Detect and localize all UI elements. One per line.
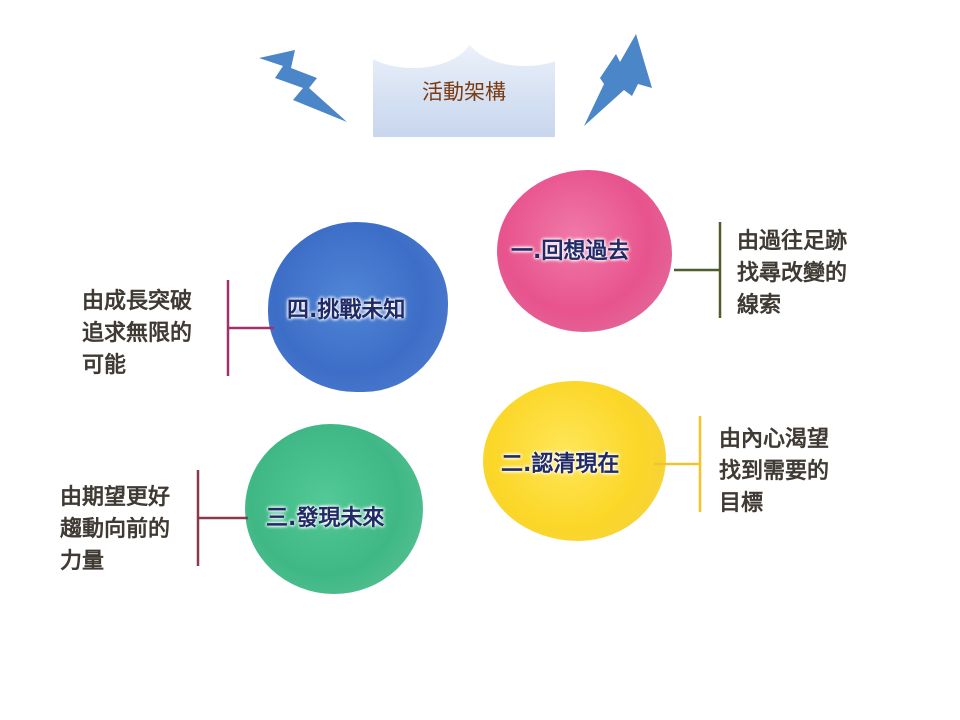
node-description-future: 由期望更好 趨動向前的 力量 <box>60 485 171 574</box>
node-label-unknown: 四.挑戰未知 <box>287 298 406 323</box>
node-circle-unknown <box>268 222 448 392</box>
node-label-present: 二.認清現在 <box>501 452 620 477</box>
lightning-bolt-right-icon <box>584 34 652 126</box>
node-description-unknown: 由成長突破 追求無限的 可能 <box>82 289 193 378</box>
node-circle-future <box>245 424 423 594</box>
connector-past <box>674 222 722 318</box>
diagram-title: 活動架構 <box>422 80 506 104</box>
title-box: 活動架構 <box>373 40 555 137</box>
node-description-present: 由內心渴望 找到需要的 目標 <box>719 427 830 516</box>
connector-future <box>196 470 248 566</box>
node-circle-present <box>483 381 666 541</box>
lightning-bolt-left-icon <box>259 50 347 122</box>
node-label-past: 一.回想過去 <box>511 239 630 264</box>
connector-present <box>654 416 702 512</box>
node-label-future: 三.發現未來 <box>266 506 385 531</box>
node-circle-past <box>497 170 672 332</box>
connector-unknown <box>226 280 274 376</box>
node-description-past: 由過往足跡 找尋改變的 線索 <box>737 229 848 318</box>
